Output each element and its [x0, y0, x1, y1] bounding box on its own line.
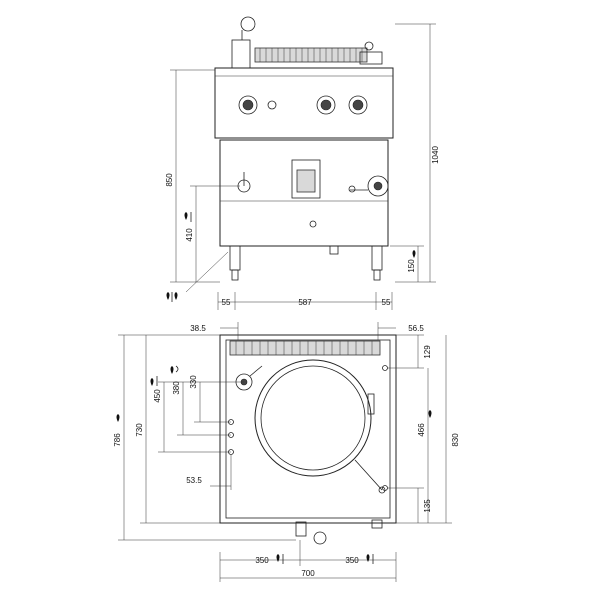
kettle-inner [260, 365, 366, 471]
dim-height-body: 850 [165, 173, 174, 187]
dim-depth-786: 786 [113, 433, 122, 447]
outlet-drop-icon [184, 212, 192, 222]
leg-left [229, 245, 241, 271]
leg-right [371, 245, 383, 271]
dim-left-margin: 55 [222, 298, 231, 307]
knob-right-icon [348, 95, 368, 115]
dim-depth-330: 330 [189, 375, 198, 389]
dim-depth-466: 466 [417, 423, 426, 437]
dim-width-total: 700 [301, 569, 315, 578]
dim-width-350-right: 350 [345, 556, 359, 565]
indicator-light-icon [267, 100, 277, 110]
knob-left-icon [238, 95, 258, 115]
front-view: 1040 850 410 150 55 587 55 [165, 16, 440, 310]
dim-depth-380: 380 [172, 381, 181, 395]
dim-depth-830: 830 [451, 433, 460, 447]
back-grill [229, 340, 381, 356]
dim-depth-135: 135 [423, 499, 432, 513]
water-drain-icon [166, 292, 178, 302]
dim-offset-left: 38.5 [190, 324, 206, 333]
control-panel [214, 67, 394, 139]
knob-center-icon [316, 95, 336, 115]
dim-offset-right: 56.5 [408, 324, 424, 333]
drain-pipe [295, 521, 307, 537]
drain-icon-786 [116, 414, 120, 422]
lid-grill [254, 47, 368, 63]
dim-depth-730: 730 [135, 423, 144, 437]
drain-icon-350-right [366, 554, 374, 564]
drain-hole-icon [309, 220, 317, 228]
cabinet-body [219, 139, 389, 247]
kettle-outer [254, 359, 372, 477]
dim-top-right: 129 [423, 345, 432, 359]
dim-width-inner: 587 [298, 298, 312, 307]
gas-valve-icon [367, 175, 389, 197]
tap-handle-icon [240, 16, 256, 32]
drain-valve-housing [291, 159, 321, 199]
lid-handle [359, 51, 383, 65]
kettle-lever [354, 459, 383, 491]
legs-drop-icon [412, 250, 416, 258]
dim-width-350-left: 350 [255, 556, 269, 565]
water-inlet-icon [150, 376, 158, 386]
dim-offset-53-5: 53.5 [186, 476, 202, 485]
water-tap [231, 39, 251, 69]
drain-valve-icon [296, 169, 316, 193]
drain-icon-350-left [276, 554, 284, 564]
dim-right-margin: 55 [382, 298, 391, 307]
dim-height-legs: 150 [407, 259, 416, 273]
dim-depth-450: 450 [153, 389, 162, 403]
gas-inlet-icon [170, 365, 179, 374]
dim-height-outlet: 410 [185, 228, 194, 242]
lid-handle-top [367, 393, 375, 415]
top-view: 38.5 56.5 129 786 730 450 380 330 466 83… [113, 322, 460, 582]
dim-height-total: 1040 [431, 146, 440, 164]
drain-outlet-icon [313, 531, 327, 545]
drain-icon-466 [428, 410, 432, 418]
